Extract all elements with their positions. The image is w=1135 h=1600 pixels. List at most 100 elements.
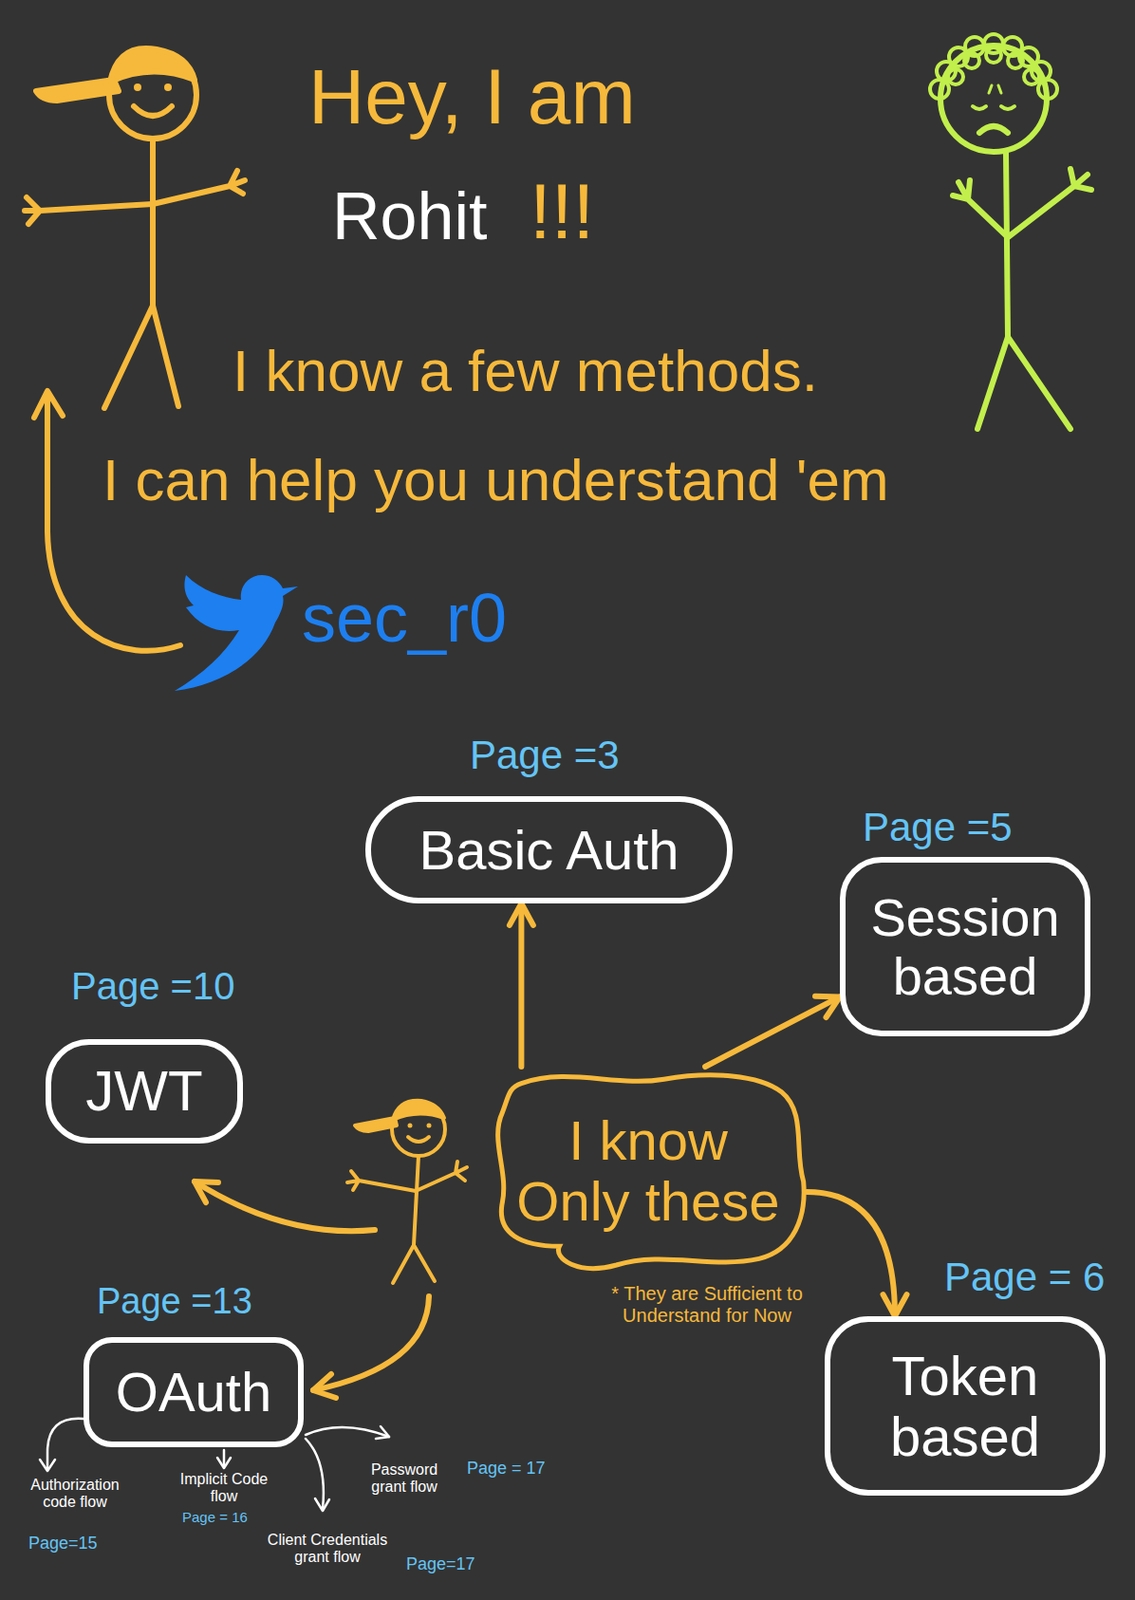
node-text: Basic Auth	[418, 819, 679, 881]
stick-figure-part	[133, 106, 172, 116]
stick-figure-part-part	[1038, 79, 1058, 99]
stick-figure-part	[952, 180, 1008, 238]
label-box: Page =5	[862, 804, 1013, 851]
pointer-arrow-part	[313, 1374, 336, 1398]
label-box: Page = 16	[182, 1508, 248, 1526]
label-box: Client Credentials grant flow	[256, 1531, 399, 1567]
text-label: I know a few methods.	[232, 336, 819, 405]
node-text: Session based	[860, 888, 1070, 1005]
label-box: Authorization code flow	[21, 1476, 129, 1512]
label-box: Password grant flow	[352, 1461, 457, 1497]
stick-figure-part-part	[1023, 69, 1040, 85]
connector-arrow	[705, 996, 840, 1067]
connector-arrow	[509, 903, 534, 1067]
stick-figure-part	[979, 126, 1008, 133]
stick-figure	[930, 34, 1092, 429]
connector-line	[705, 996, 840, 1067]
bird-icon-part	[174, 575, 298, 691]
stick-figure	[24, 48, 245, 409]
label-box: Page =10	[71, 964, 235, 1008]
label-box: Page =3	[469, 732, 620, 779]
stick-figure-part	[164, 83, 172, 92]
text-label: Page =5	[862, 804, 1013, 851]
text-label: Page = 17	[466, 1458, 546, 1479]
connector-line	[518, 903, 524, 1067]
stick-figure-part	[1005, 151, 1008, 337]
stick-figure-part	[104, 305, 179, 409]
text-label: Password grant flow	[352, 1461, 457, 1497]
label-box: Page=15	[28, 1533, 98, 1554]
label-box: Page=17	[406, 1554, 476, 1575]
rounded-box: OAuth	[83, 1337, 304, 1448]
node-text: JWT	[85, 1060, 203, 1123]
stick-figure-part-part	[964, 53, 980, 69]
stick-figure-part	[354, 1117, 397, 1132]
label-box: Page =13	[96, 1281, 253, 1323]
stick-figure-part	[110, 48, 195, 82]
text-label: Page = 16	[182, 1508, 248, 1526]
stick-figure-part	[408, 1136, 429, 1142]
leader-arrow-part	[217, 1457, 231, 1469]
label-box: Rohit	[332, 178, 487, 256]
text-label: Page =3	[469, 732, 620, 779]
text-label: Implicit Code flow	[167, 1470, 281, 1507]
stick-figure-part	[133, 83, 142, 92]
stick-figure-part-part	[948, 69, 964, 85]
text-label: Authorization code flow	[21, 1476, 129, 1512]
stick-figure-part	[347, 1171, 416, 1191]
stick-figure-part-part	[1007, 53, 1024, 69]
text-label: Page =10	[71, 964, 235, 1008]
connector-arrow	[806, 1191, 907, 1317]
stick-figure-part	[930, 34, 1058, 99]
stick-figure-part	[152, 170, 245, 205]
label-box: Implicit Code flow	[167, 1470, 281, 1507]
node-text: I know Only these	[510, 1110, 786, 1232]
stick-figure-part	[972, 106, 1015, 110]
label-box: Page = 6	[944, 1254, 1105, 1301]
stick-figure-part	[415, 1161, 467, 1191]
stick-figure-part	[392, 1100, 445, 1120]
text-label: Page = 6	[944, 1254, 1105, 1301]
text-label: sec_r0	[301, 578, 507, 658]
stick-figure-part	[977, 336, 1071, 429]
text-label: !!!	[529, 167, 595, 257]
rounded-box: Basic Auth	[365, 796, 733, 904]
stick-figure	[347, 1100, 467, 1284]
stick-figure-part	[413, 1155, 419, 1246]
text-label: Rohit	[332, 178, 487, 256]
stick-figure-part	[940, 45, 1047, 152]
text-label: I can help you understand 'em	[102, 446, 890, 514]
label-box: I know a few methods.	[232, 336, 819, 405]
leader-arrow-part	[375, 1426, 390, 1439]
bird-icon	[174, 575, 298, 691]
label-box: * They are Sufficient to Understand for …	[597, 1283, 817, 1327]
arrowhead	[509, 903, 534, 926]
label-box: sec_r0	[301, 578, 507, 658]
text-label: Page=17	[406, 1554, 476, 1575]
text-label: * They are Sufficient to Understand for …	[597, 1283, 817, 1327]
blob-box: I know Only these	[489, 1066, 807, 1276]
label-box: !!!	[529, 167, 595, 257]
stick-figure-part	[988, 85, 1002, 94]
stick-figure-part-part	[986, 47, 1002, 63]
text-label: Page =13	[96, 1281, 253, 1323]
label-box: Page = 17	[466, 1458, 546, 1479]
rounded-box: Token based	[824, 1316, 1106, 1496]
pointer-arrow-part	[194, 1181, 219, 1203]
text-label: Page=15	[28, 1533, 98, 1554]
leader-arrow-part	[39, 1459, 56, 1471]
blob-outline-path	[498, 1075, 804, 1269]
label-box: Hey, I am	[308, 52, 636, 142]
pointer-arrow-part	[194, 1181, 375, 1231]
arrowhead	[883, 1294, 908, 1317]
stick-figure-part	[36, 79, 119, 101]
rounded-box: JWT	[45, 1039, 243, 1144]
stick-figure-part	[149, 138, 156, 306]
node-text: OAuth	[115, 1361, 272, 1423]
text-label: Hey, I am	[308, 52, 636, 142]
pointer-arrow	[34, 390, 181, 652]
node-text: Token based	[845, 1345, 1085, 1468]
leader-arrow-part	[223, 1450, 226, 1467]
text-label: Client Credentials grant flow	[256, 1531, 399, 1567]
pointer-arrow-part	[47, 393, 181, 652]
